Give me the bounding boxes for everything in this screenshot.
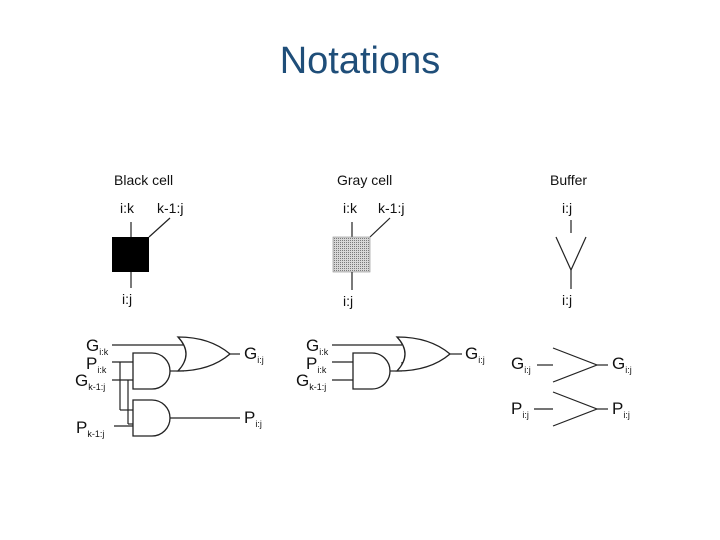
black-g-out-label: Gi:j bbox=[244, 344, 264, 365]
gray-g-out-label: Gi:j bbox=[465, 344, 485, 365]
buffer-output: i:j bbox=[562, 292, 572, 308]
black-cell-input-left: i:k bbox=[120, 200, 135, 216]
buffer-p-in-label: Pi:j bbox=[511, 399, 529, 420]
gray-p-ik-label: Pi:k bbox=[306, 354, 327, 375]
gray-or-gate bbox=[395, 336, 452, 372]
black-or-gate bbox=[176, 336, 232, 372]
buffer-g-triangle bbox=[552, 347, 599, 383]
black-and-gate-p bbox=[132, 399, 171, 437]
gray-cell-logic: Gi:k Pi:k Gk-1:j Gi:j bbox=[296, 336, 485, 392]
slide-title: Notations bbox=[279, 40, 441, 82]
buffer-p-out-label: Pi:j bbox=[612, 399, 630, 420]
gray-g-k1j-label: Gk-1:j bbox=[296, 371, 326, 392]
black-p-out-label: Pi:j bbox=[244, 408, 262, 429]
black-square bbox=[112, 237, 149, 272]
black-p-ik-label: Pi:k bbox=[86, 354, 107, 375]
black-g-k1j-label: Gk-1:j bbox=[75, 371, 105, 392]
black-cell-logic: Gi:k Pi:k Gk-1:j Pk-1:j Gi:j Pi:j bbox=[75, 336, 264, 439]
gray-cell-header: Gray cell bbox=[337, 172, 392, 188]
gray-g-ik-label: Gi:k bbox=[306, 336, 329, 357]
black-p-k1j-label: Pk-1:j bbox=[76, 418, 104, 439]
buffer-input: i:j bbox=[562, 200, 572, 216]
black-g-ik-label: Gi:k bbox=[86, 336, 109, 357]
gray-cell-symbol: Gray cell i:k k-1:j i:j bbox=[332, 172, 404, 309]
buffer-logic: Gi:j Gi:j Pi:j Pi:j bbox=[511, 347, 632, 427]
buffer-p-triangle bbox=[552, 391, 599, 427]
black-cell-header: Black cell bbox=[114, 172, 173, 188]
black-and-gate-g bbox=[132, 352, 171, 390]
black-cell-output: i:j bbox=[122, 291, 132, 307]
gray-cell-output: i:j bbox=[343, 293, 353, 309]
gray-and-gate bbox=[352, 352, 391, 390]
buffer-g-out-label: Gi:j bbox=[612, 354, 632, 375]
buffer-header: Buffer bbox=[550, 172, 587, 188]
buffer-symbol: Buffer i:j i:j bbox=[550, 172, 587, 308]
black-cell-symbol: Black cell i:k k-1:j i:j bbox=[112, 172, 183, 307]
gray-cell-input-left: i:k bbox=[343, 200, 358, 216]
buffer-g-in-label: Gi:j bbox=[511, 354, 531, 375]
gray-cell-input-right: k-1:j bbox=[378, 200, 404, 216]
gray-square bbox=[332, 236, 371, 273]
black-cell-input-right: k-1:j bbox=[157, 200, 183, 216]
